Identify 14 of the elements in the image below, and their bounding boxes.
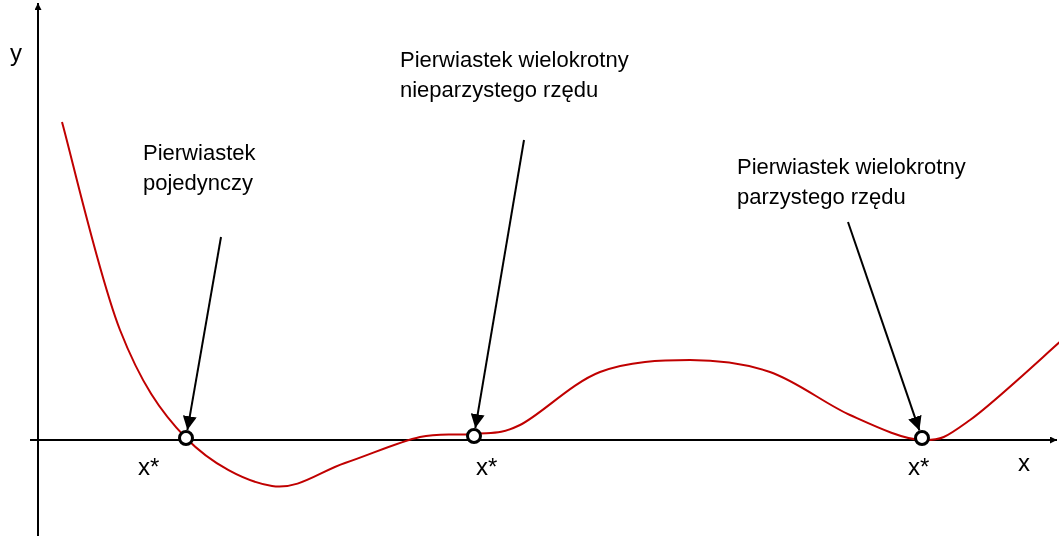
root-circle [466, 428, 482, 444]
leader-arrow [470, 139, 525, 430]
root-circle [178, 430, 194, 446]
annotation-label: Pierwiastek wielokrotny parzystego rzędu [737, 152, 1047, 212]
annotation-label: Pierwiastek pojedynczy [143, 138, 303, 198]
leader-arrow [182, 236, 222, 432]
annotation-label: Pierwiastek wielokrotny nieparzystego rzędu [400, 45, 730, 105]
root-circle [914, 430, 930, 446]
root-label: x* [138, 452, 160, 482]
root-label: x* [476, 452, 498, 482]
root-label: x* [908, 452, 930, 482]
axis-label: x [1018, 448, 1030, 478]
axis-label: y [10, 38, 22, 68]
leader-arrow [847, 221, 922, 432]
